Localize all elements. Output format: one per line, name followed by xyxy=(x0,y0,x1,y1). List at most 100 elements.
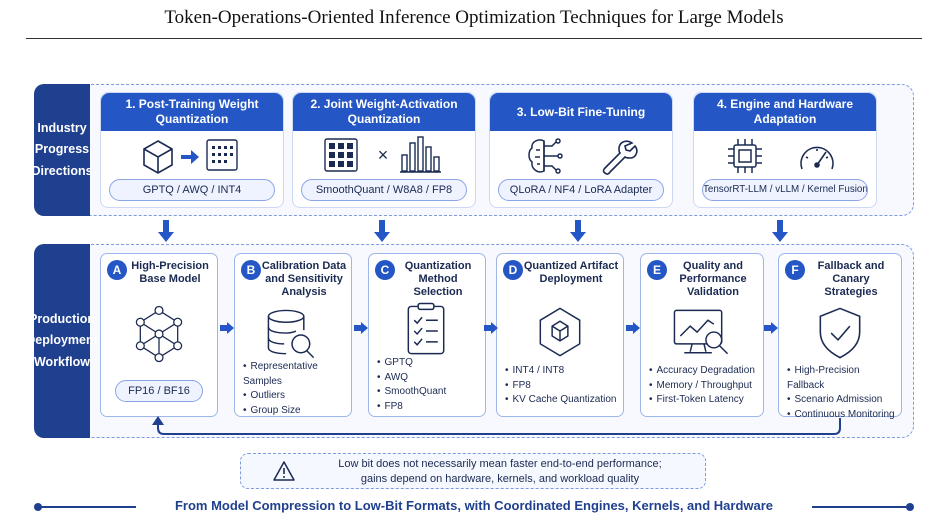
industry-section-label: Industry Progress Directions xyxy=(31,84,93,216)
step-badge: F xyxy=(785,260,805,280)
monitor-analysis-icon xyxy=(673,309,729,355)
wrench-icon xyxy=(602,140,638,175)
list-item: Continuous Monitoring xyxy=(787,408,899,423)
header-divider xyxy=(26,38,922,39)
list-item: Accuracy Degradation xyxy=(649,364,761,379)
speedometer-icon xyxy=(800,146,834,170)
step-badge: C xyxy=(375,260,395,280)
item-list: GPTQ AWQ SmoothQuant FP8 xyxy=(377,356,483,414)
chip-icon xyxy=(728,139,762,173)
card-title: High-Precision Base Model xyxy=(131,260,209,286)
workflow-card-calibration: B Calibration Data and Sensitivity Analy… xyxy=(234,253,352,417)
database-search-icon xyxy=(267,309,315,359)
footer-banner: From Model Compression to Low-Bit Format… xyxy=(20,495,928,519)
arrow-down-icon xyxy=(772,220,788,242)
card-title: Fallback and Canary Strategies xyxy=(817,260,885,299)
card-title: Quantization Method Selection xyxy=(404,260,472,299)
footer-text: From Model Compression to Low-Bit Format… xyxy=(174,498,774,513)
industry-card-joint-quant: 2. Joint Weight-Activation Quantization … xyxy=(292,92,476,208)
checklist-icon xyxy=(407,302,445,355)
industry-card-ptq: 1. Post-Training Weight Quantization GPT… xyxy=(100,92,284,208)
list-item: GPTQ xyxy=(377,356,483,371)
card-title: 2. Joint Weight-Activation Quantization xyxy=(293,93,475,131)
label-line: Progress xyxy=(34,142,90,157)
arrow-down-icon xyxy=(570,220,586,242)
list-item: INT4 / INT8 xyxy=(505,364,621,379)
matrix-icon xyxy=(324,138,358,172)
list-item: Representative Samples xyxy=(243,360,349,389)
workflow-card-base-model: A High-Precision Base Model FP16 / BF16 xyxy=(100,253,218,417)
item-list: INT4 / INT8 FP8 KV Cache Quantization xyxy=(505,364,621,408)
footer-line xyxy=(812,506,908,508)
workflow-card-artifact-deployment: D Quantized Artifact Deployment INT4 / I… xyxy=(496,253,624,417)
footer-line xyxy=(40,506,136,508)
arrow-right-icon xyxy=(220,322,234,334)
arrow-right-icon xyxy=(181,150,199,164)
bar-chart-icon xyxy=(400,136,441,173)
package-icon xyxy=(539,307,581,357)
technique-pill: SmoothQuant / W8A8 / FP8 xyxy=(301,179,467,201)
card-title: Calibration Data and Sensitivity Analysi… xyxy=(261,260,347,299)
warning-line: Low bit does not necessarily mean faster… xyxy=(338,458,662,470)
arrow-down-icon xyxy=(374,220,390,242)
page-header: Token-Operations-Oriented Inference Opti… xyxy=(0,0,948,40)
label-line: Workflow xyxy=(33,354,91,369)
dot-grid-icon xyxy=(206,139,238,171)
list-item: AWQ xyxy=(377,371,483,386)
shield-check-icon xyxy=(819,307,861,359)
card-icons xyxy=(101,135,283,177)
warning-text: Low bit does not necessarily mean faster… xyxy=(303,457,697,487)
arrow-right-icon xyxy=(764,322,778,334)
card-title: 4. Engine and Hardware Adaptation xyxy=(694,93,876,131)
technique-pill: QLoRA / NF4 / LoRA Adapter xyxy=(498,179,664,201)
item-list: Accuracy Degradation Memory / Throughput… xyxy=(649,364,761,408)
workflow-card-method-selection: C Quantization Method Selection GPTQ AWQ… xyxy=(368,253,486,417)
brain-circuit-icon xyxy=(528,138,563,174)
footer-dot xyxy=(906,503,914,511)
list-item: Group Size xyxy=(243,404,349,419)
warning-line: gains depend on hardware, kernels, and w… xyxy=(360,472,640,485)
precision-pill: FP16 / BF16 xyxy=(115,380,203,402)
card-icons xyxy=(490,135,672,177)
technique-pill: TensorRT-LLM / vLLM / Kernel Fusion xyxy=(702,179,868,201)
card-title: Quality and Performance Validation xyxy=(679,260,747,299)
list-item: High-Precision Fallback xyxy=(787,364,899,393)
step-badge: D xyxy=(503,260,523,280)
arrow-right-icon xyxy=(354,322,368,334)
card-title: 3. Low-Bit Fine-Tuning xyxy=(490,93,672,131)
step-badge: A xyxy=(107,260,127,280)
arrow-right-icon xyxy=(484,322,498,334)
list-item: Scenario Admission xyxy=(787,393,899,408)
label-line: Industry xyxy=(37,121,87,136)
page-title: Token-Operations-Oriented Inference Opti… xyxy=(164,7,784,28)
item-list: Representative Samples Outliers Group Si… xyxy=(243,360,349,418)
warning-note: Low bit does not necessarily mean faster… xyxy=(240,453,706,489)
label-line: Production xyxy=(29,312,95,327)
list-item: FP8 xyxy=(505,379,621,394)
label-line: Directions xyxy=(31,163,93,178)
card-title: Quantized Artifact Deployment xyxy=(523,260,619,286)
list-item: FP8 xyxy=(377,400,483,415)
label-line: Deployment xyxy=(26,333,98,348)
warning-icon xyxy=(273,461,295,481)
industry-card-lowbit-finetune: 3. Low-Bit Fine-Tuning QLoRA / NF4 / LoR… xyxy=(489,92,673,208)
card-icons xyxy=(694,135,876,177)
network-icon xyxy=(135,305,183,363)
workflow-card-validation: E Quality and Performance Validation Acc… xyxy=(640,253,764,417)
workflow-card-fallback: F Fallback and Canary Strategies High-Pr… xyxy=(778,253,902,420)
technique-pill: GPTQ / AWQ / INT4 xyxy=(109,179,275,201)
list-item: SmoothQuant xyxy=(377,385,483,400)
arrow-down-icon xyxy=(158,220,174,242)
list-item: First-Token Latency xyxy=(649,393,761,408)
footer-dot xyxy=(34,503,42,511)
card-title: 1. Post-Training Weight Quantization xyxy=(101,93,283,131)
list-item: Memory / Throughput xyxy=(649,379,761,394)
list-item: KV Cache Quantization xyxy=(505,393,621,408)
multiply-symbol: × xyxy=(378,145,389,165)
cube-icon xyxy=(143,140,173,174)
step-badge: E xyxy=(647,260,667,280)
arrow-right-icon xyxy=(626,322,640,334)
step-badge: B xyxy=(241,260,261,280)
industry-card-engine-hardware: 4. Engine and Hardware Adaptation Tensor… xyxy=(693,92,877,208)
item-list: High-Precision Fallback Scenario Admissi… xyxy=(787,364,899,422)
